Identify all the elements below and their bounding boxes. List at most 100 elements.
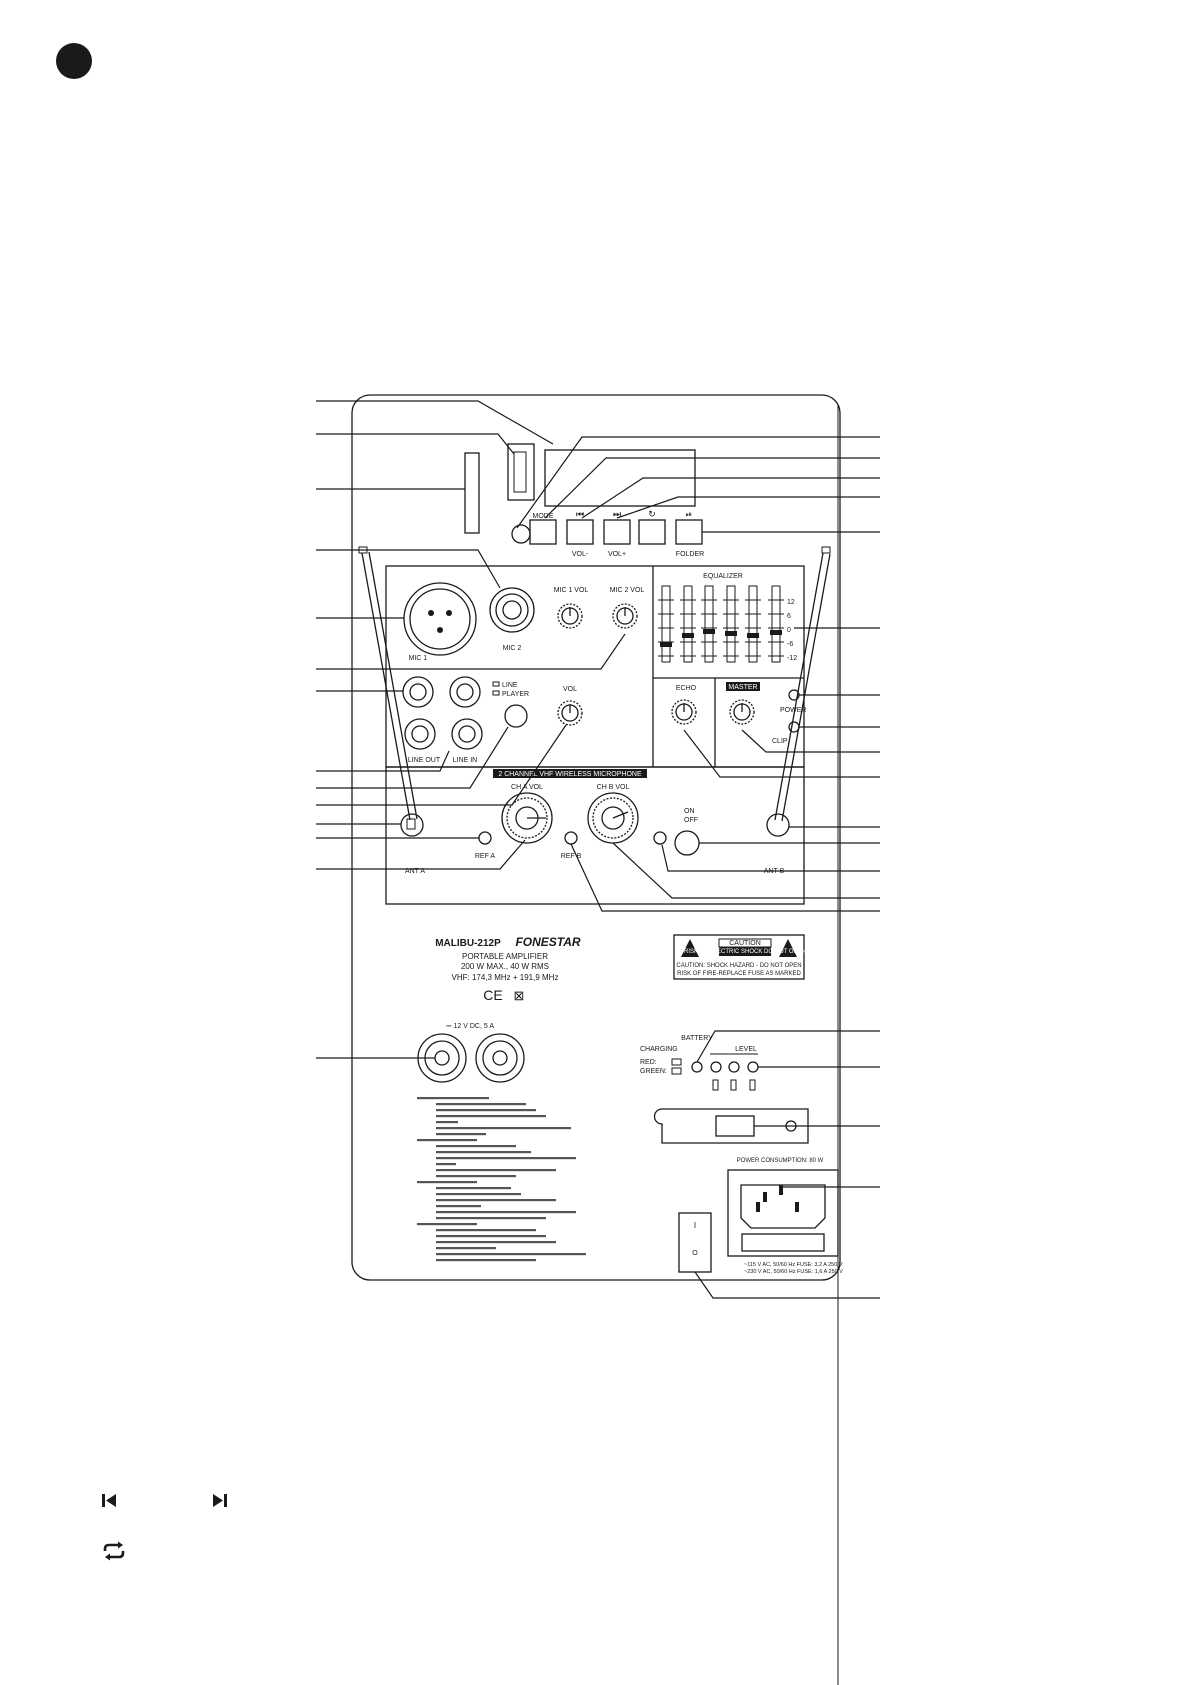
line-out-label: LINE OUT	[408, 757, 441, 764]
note-text-line	[417, 1139, 477, 1142]
echo-knob[interactable]	[671, 699, 697, 725]
note-text-line	[436, 1253, 586, 1256]
mic1-label: MIC 1	[409, 655, 428, 662]
green-label: GREEN:	[640, 1068, 667, 1075]
charging-label: CHARGING	[640, 1046, 678, 1053]
page-badge	[56, 43, 92, 79]
eq-scale-minus6: -6	[787, 641, 793, 648]
wireless-on-off-button[interactable]	[674, 830, 700, 856]
line-in-rca-jacks[interactable]	[449, 676, 483, 750]
usb-port[interactable]	[507, 443, 535, 501]
note-text-line	[436, 1193, 521, 1196]
svg-text:CE: CE	[483, 987, 502, 1003]
mode-button[interactable]	[529, 519, 557, 545]
wireless-off-label: OFF	[684, 817, 698, 824]
ch-a-volume-knob[interactable]	[501, 792, 553, 844]
folder-label: FOLDER	[676, 551, 704, 558]
level-icon-2	[730, 1079, 737, 1091]
clip-label: CLIP	[772, 738, 788, 745]
left-callout-lines	[316, 400, 626, 1059]
level-icon-1	[712, 1079, 719, 1091]
note-text-line	[436, 1103, 526, 1106]
eq-slider-knob[interactable]	[703, 629, 715, 634]
sd-card-slot[interactable]	[464, 452, 480, 534]
model-name: MALIBU-212P	[435, 938, 501, 949]
master-volume-knob[interactable]	[729, 699, 755, 725]
line-volume-knob[interactable]	[557, 700, 583, 726]
eq-slider-knob[interactable]	[725, 631, 737, 636]
wireless-title: 2 CHANNEL VHF WIRELESS MICROPHONE	[498, 771, 642, 778]
previous-button[interactable]	[566, 519, 594, 545]
note-text-line	[436, 1145, 516, 1148]
caution-line1: CAUTION: SHOCK HAZARD - DO NOT OPEN	[676, 963, 801, 969]
note-text-line	[436, 1109, 536, 1112]
model-line2: 200 W MAX., 40 W RMS	[461, 962, 549, 971]
ref-b-label: REF B	[561, 853, 582, 860]
note-text-line	[436, 1127, 571, 1130]
note-text-line	[436, 1115, 546, 1118]
line-out-rca-jacks[interactable]	[402, 676, 436, 750]
power-label: POWER	[780, 707, 806, 714]
caution-line2: RISK OF FIRE-REPLACE FUSE AS MARKED	[677, 971, 801, 977]
caution-title: CAUTION	[729, 940, 761, 947]
eq-scale-12: 12	[787, 599, 795, 606]
eq-slider-track	[771, 585, 781, 663]
wireless-on-label: ON	[684, 808, 695, 815]
eq-slider-track	[661, 585, 671, 663]
line-vol-label: VOL	[563, 686, 577, 693]
player-label: PLAYER	[502, 691, 529, 698]
eq-slider-knob[interactable]	[660, 642, 672, 647]
note-text-line	[436, 1205, 481, 1208]
ac-spec-line2: ~230 V AC, 50/60 Hz FUSE: 1,6 A 250 V	[744, 1269, 843, 1275]
note-text-line	[417, 1097, 489, 1100]
eq-scale-6: 6	[787, 613, 791, 620]
ch-b-vol-label: CH B VOL	[597, 784, 630, 791]
eq-slider-knob[interactable]	[770, 630, 782, 635]
mixer-section	[385, 565, 805, 768]
caution-label	[673, 934, 805, 980]
ch-b-volume-knob[interactable]	[587, 792, 639, 844]
ce-weee-marks: CE ⊠	[483, 987, 524, 1003]
previous-track-icon: ⏮	[576, 509, 584, 519]
repeat-button[interactable]	[638, 519, 666, 545]
echo-label: ECHO	[676, 685, 697, 692]
line-player-selector-button[interactable]	[504, 704, 528, 728]
mic2-volume-knob[interactable]	[612, 603, 638, 629]
ac-power-inlet[interactable]	[727, 1169, 839, 1257]
next-button[interactable]	[603, 519, 631, 545]
wireless-title-bg	[493, 769, 647, 778]
model-line1: PORTABLE AMPLIFIER	[462, 952, 548, 961]
antenna-b[interactable]	[766, 546, 831, 837]
mic1-xlr-input[interactable]	[403, 582, 477, 656]
mic1-vol-label: MIC 1 VOL	[554, 587, 589, 594]
note-text-line	[436, 1241, 556, 1244]
level-led-2	[728, 1061, 740, 1073]
ref-b-led	[564, 831, 578, 845]
right-callout-lines	[516, 436, 880, 1299]
note-text-line	[436, 1247, 496, 1250]
level-label: LEVEL	[735, 1046, 757, 1053]
vol-minus-label: VOL-	[572, 551, 589, 558]
mic2-jack-input[interactable]	[489, 587, 535, 633]
mic1-volume-knob[interactable]	[557, 603, 583, 629]
eq-scale-0: 0	[787, 627, 791, 634]
mode-label: MODE	[533, 513, 554, 520]
battery-title: BATTERY	[681, 1035, 713, 1042]
wireless-power-led	[653, 831, 667, 845]
brand-name: FONESTAR	[515, 935, 580, 949]
note-text-line	[436, 1259, 536, 1262]
equalizer-scale: 12 6 0 -6 -12	[787, 599, 797, 662]
note-text-line	[436, 1229, 536, 1232]
note-text-line	[436, 1235, 546, 1238]
eq-slider-knob[interactable]	[747, 633, 759, 638]
caution-sub: RISK OF ELECTRIC SHOCK DO NOT OPEN	[684, 949, 806, 955]
eq-slider-knob[interactable]	[682, 633, 694, 638]
equalizer-sliders[interactable]	[658, 585, 784, 663]
line-label: LINE	[502, 682, 518, 689]
legend-previous-track-icon	[102, 1494, 116, 1507]
dc-input-label: ⎓ 12 V DC, 5 A	[446, 1023, 494, 1030]
play-pause-button[interactable]	[675, 519, 703, 545]
player-buttons: MODE ⏮ VOL- ⏭ VOL+ ↻ ⏯ FOLDER	[529, 509, 704, 558]
red-label: RED:	[640, 1059, 657, 1066]
note-text-line	[436, 1157, 576, 1160]
